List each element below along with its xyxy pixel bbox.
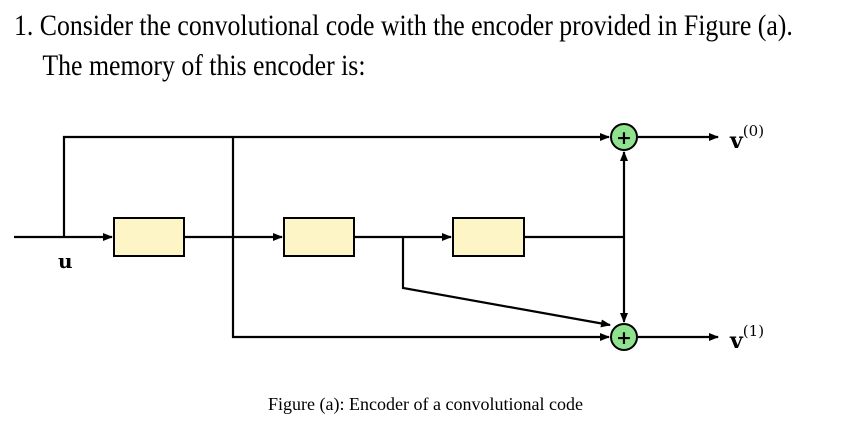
question-text: 1. Consider the convolutional code with … (14, 6, 793, 86)
output-0-superscript: (0) (743, 122, 764, 140)
shift-register-1 (113, 217, 185, 257)
shift-register-3 (452, 217, 525, 257)
output-0-base: v (729, 128, 744, 154)
question-line-1-text: Consider the convolutional code with the… (39, 9, 793, 42)
top-bus-wire (62, 133, 610, 237)
adder-top: + (610, 123, 638, 151)
adder-bottom-symbol: + (616, 327, 632, 349)
wires (14, 133, 719, 341)
output-1-base: v (729, 328, 744, 354)
adder-bottom: + (610, 323, 638, 351)
output-1-label: v(1) (729, 322, 764, 354)
output-0-label: v(0) (729, 122, 764, 154)
adder-top-symbol: + (616, 127, 632, 149)
figure-caption: Figure (a): Encoder of a convolutional c… (268, 394, 583, 414)
reg2-tap-wire (401, 237, 611, 328)
question-number: 1. (14, 9, 34, 42)
bottom-bus-wire (231, 137, 610, 341)
question-line-2: The memory of this encoder is: (42, 49, 366, 82)
input-label: u (58, 249, 73, 273)
question-line-1: 1. Consider the convolutional code with … (14, 6, 793, 46)
output-1-superscript: (1) (743, 322, 764, 340)
shift-register-2 (283, 217, 355, 257)
